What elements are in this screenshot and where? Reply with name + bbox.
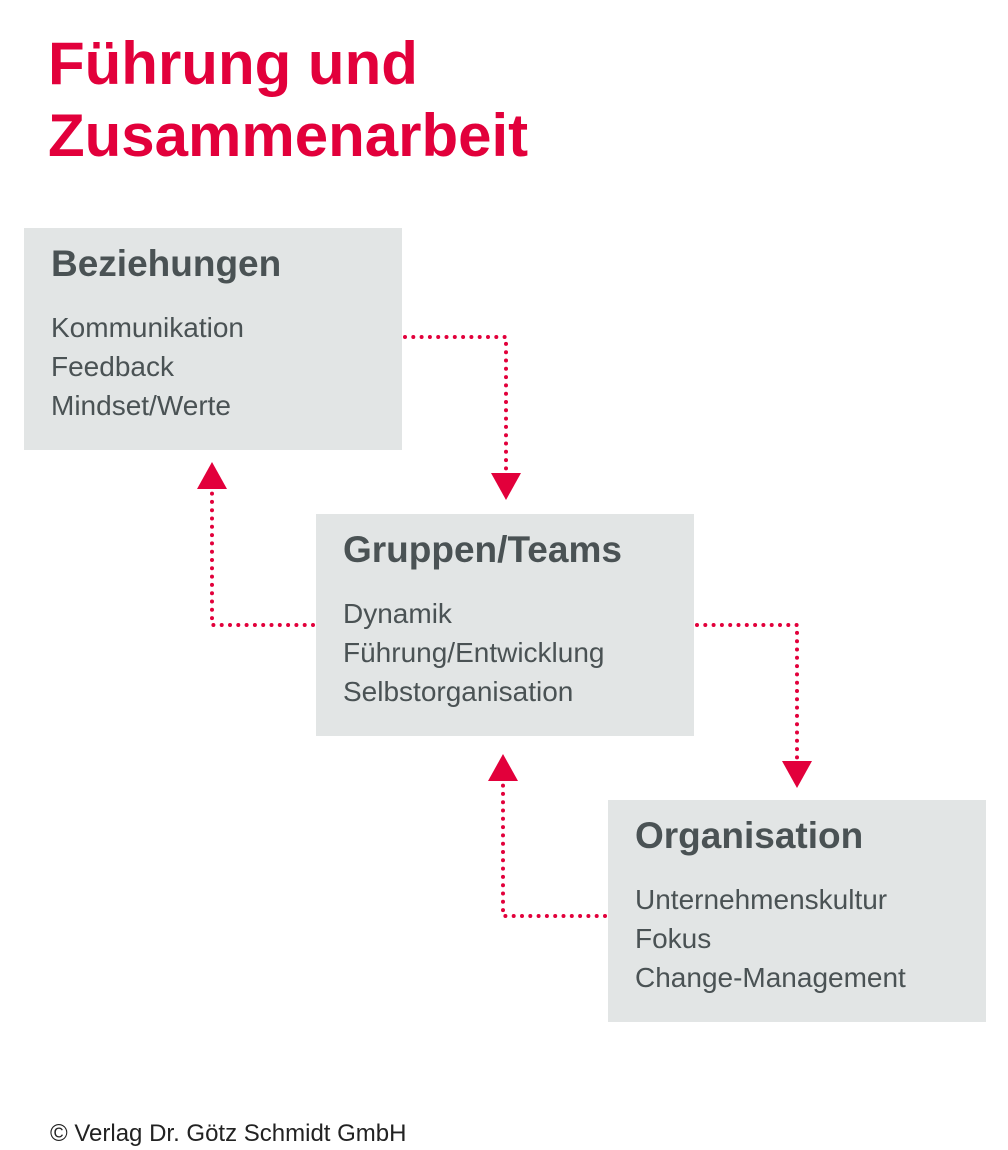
copyright: © Verlag Dr. Götz Schmidt GmbH <box>50 1120 407 1147</box>
list-item: Change-Management <box>635 962 906 993</box>
arrow-down-icon <box>782 761 812 788</box>
connector-gruppen-to-organisation <box>695 623 799 764</box>
list-item: Führung/Entwicklung <box>343 637 605 668</box>
arrow-down-icon <box>491 473 521 500</box>
connector-organisation-to-gruppen <box>501 778 607 918</box>
box-beziehungen: Beziehungen Kommunikation Feedback Minds… <box>24 228 402 450</box>
box-gruppen-teams: Gruppen/Teams Dynamik Führung/Entwicklun… <box>316 514 694 736</box>
box-heading: Organisation <box>635 815 864 856</box>
connector-beziehungen-to-gruppen <box>403 335 508 477</box>
list-item: Feedback <box>51 351 174 382</box>
arrow-up-icon <box>488 754 518 781</box>
page-title: Führung und Zusammenarbeit <box>48 28 528 172</box>
list-item: Fokus <box>635 923 712 954</box>
arrow-up-icon <box>197 462 227 489</box>
list-item: Mindset/Werte <box>51 390 231 421</box>
box-heading: Gruppen/Teams <box>343 529 622 570</box>
list-item: Kommunikation <box>51 312 244 343</box>
box-organisation: Organisation Unternehmenskultur Fokus Ch… <box>608 800 986 1022</box>
title-line-2: Zusammenarbeit <box>48 102 529 169</box>
list-item: Selbstorganisation <box>343 676 574 707</box>
list-item: Dynamik <box>343 598 452 629</box>
connector-gruppen-to-beziehungen <box>210 488 315 627</box>
box-heading: Beziehungen <box>51 243 282 284</box>
list-item: Unternehmenskultur <box>635 884 888 915</box>
title-line-1: Führung und <box>48 30 418 97</box>
